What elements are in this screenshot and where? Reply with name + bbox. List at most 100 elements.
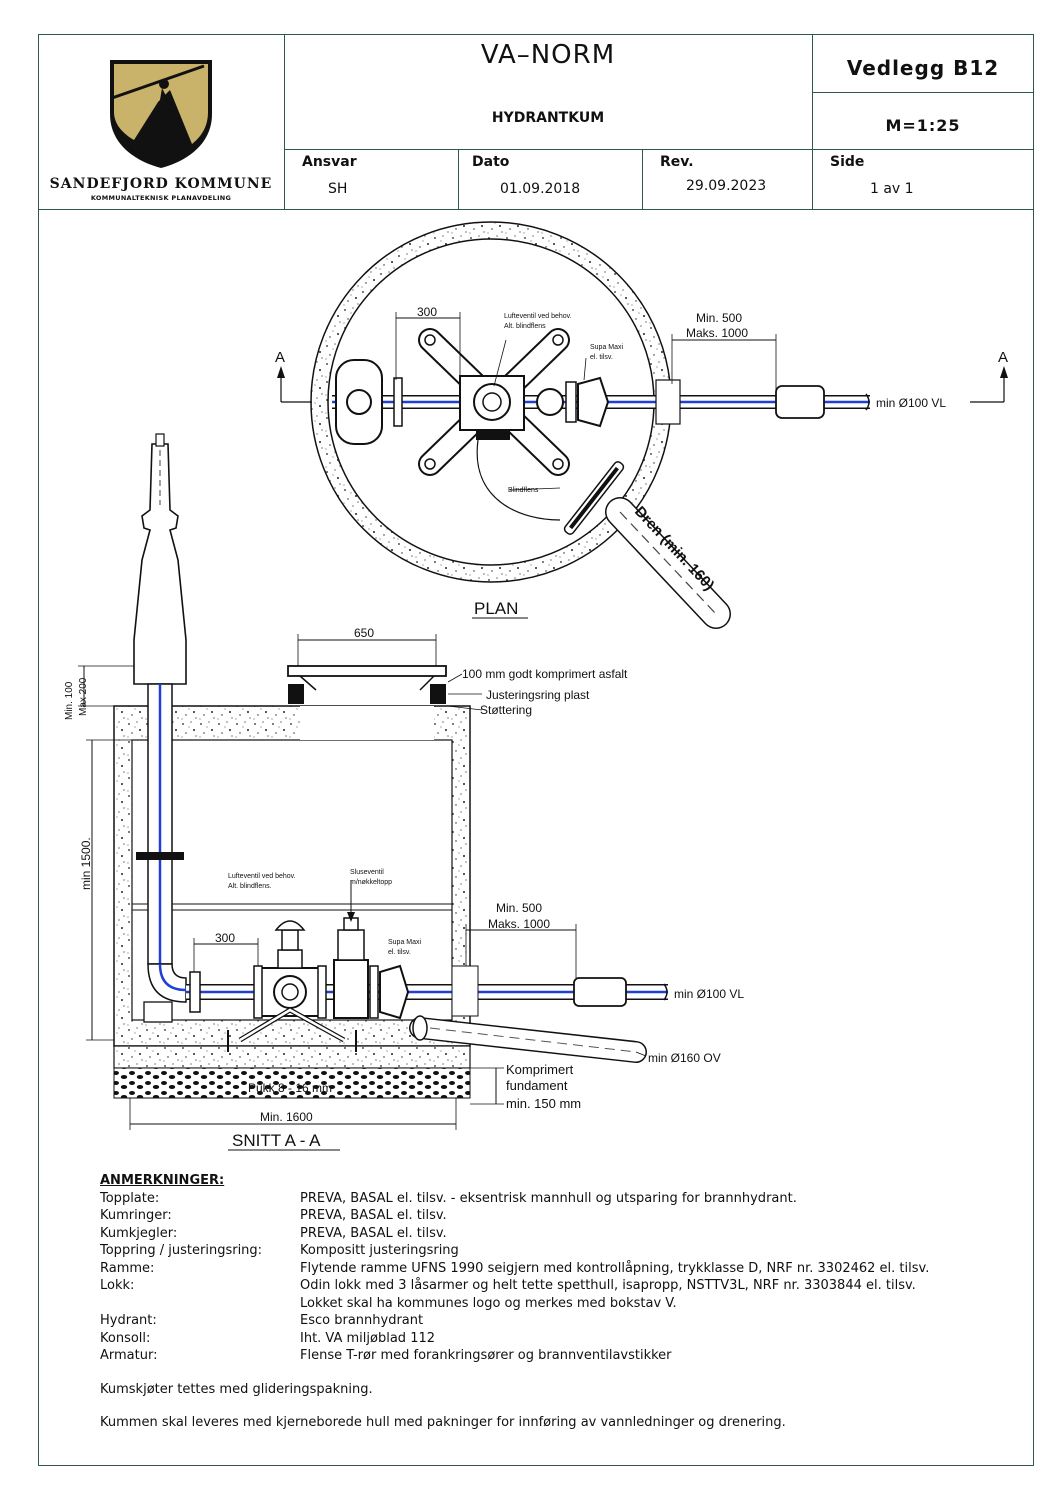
note-value: Lokket skal ha kommunes logo og merkes m… [300,1295,677,1311]
section-air-valve-alt-label: Alt. blindflens. [228,883,272,890]
section-hydrant [133,433,187,685]
section-riser-flange [136,852,184,860]
ansvar-value: SH [328,181,348,197]
plan-supa-label: Supa Maxi [590,344,624,351]
note-value: PREVA, BASAL el. tilsv. [300,1208,447,1223]
drawing-sheet-border [38,34,1034,1466]
section-sluseventil-label: Sluseventil [350,869,384,876]
section-supa-alt-label: el. tilsv. [388,949,411,956]
section-bottom-slab [113,1045,471,1069]
plan-dim-300: 300 [417,305,437,319]
section-komp2-label: fundament [506,1078,568,1093]
section-dim-300: 300 [215,931,235,945]
plan-coupling [775,385,825,419]
section-air-valve [274,920,306,969]
note-row: Lokk: Odin lokk med 3 låsarmer og helt te… [100,1277,1020,1295]
section-min1500-label: min 1500. [79,837,93,890]
section-asfalt-label: 100 mm godt komprimert asfalt [462,667,628,681]
note-value: Kompositt justeringsring [300,1243,459,1258]
note-key: Konsoll: [100,1330,151,1346]
plan-flange-left [393,377,403,427]
section-drain-pipe [409,1015,647,1063]
note-key: Topplate: [100,1190,160,1206]
plan-section-marker-left: A [275,349,285,366]
section-lid [287,665,447,677]
section-pipe-ov-label: min Ø160 OV [648,1051,721,1065]
sheet-id: Vedlegg B12 [846,56,1000,80]
note-key: Hydrant: [100,1313,157,1328]
rev-label: Rev. [660,154,694,170]
note-key: Lokk: [100,1278,135,1293]
section-air-valve-label: Lufteventil ved behov. [228,873,296,880]
plan-view: 300 Lufteventil ved behov. Alt. blindfle… [275,221,1008,629]
notes-paragraph-delivery: Kummen skal leveres med kjerneborede hul… [100,1415,786,1430]
section-stotte-label: Støttering [480,703,532,717]
note-row: Lokket skal ha kommunes logo og merkes m… [100,1295,1020,1313]
section-flange-right [369,965,379,1019]
note-value: Iht. VA miljøblad 112 [300,1330,436,1346]
note-key: Armatur: [100,1348,158,1363]
section-min500-label: Min. 500 [496,901,542,915]
plan-air-valve-label: Lufteventil ved behov. [504,313,572,320]
section-view: 650 100 mm godt komprimert asfalt Juster… [64,433,744,1151]
note-value: Odin lokk med 3 låsarmer og helt tette s… [300,1278,916,1293]
section-maks1000-label: Maks. 1000 [488,917,550,931]
note-value: Esco brannhydrant [300,1313,424,1328]
section-bend-support [143,1001,173,1023]
notes-block: ANMERKNINGER: Topplate: PREVA, BASAL el. … [100,1172,1020,1432]
plan-air-valve-alt-label: Alt. blindflens [504,323,546,330]
section-min1600-label: Min. 1600 [260,1110,313,1124]
note-key: Kumkjegler: [100,1225,178,1241]
section-dim-650: 650 [354,626,374,640]
note-row: Kumkjegler: PREVA, BASAL el. tilsv. [100,1225,1020,1243]
notes-heading: ANMERKNINGER: [100,1173,225,1188]
title-block: SANDEFJORD KOMMUNE KOMMUNALTEKNISK PLANA… [38,34,1034,210]
notes-list: Topplate: PREVA, BASAL el. tilsv. - eksen… [100,1190,1020,1365]
note-row: Ramme: Flytende ramme UFNS 1990 seigjern … [100,1260,1020,1278]
plan-blindflens-leader [476,439,561,521]
note-key: Kumringer: [100,1208,172,1223]
plan-pipe-vl-label: min Ø100 VL [876,396,946,410]
note-row: Toppring / justeringsring: Kompositt just… [100,1242,1020,1260]
section-adjust-ring-right [430,684,446,704]
section-gate-valve [333,880,369,1019]
note-value: Flense T-rør med forankringsører og bran… [300,1348,672,1363]
technical-drawing: 300 Lufteventil ved behov. Alt. blindfle… [64,221,1008,1151]
document-title: VA–NORM [480,40,616,70]
plan-tee-piece [418,328,570,476]
note-key [100,1295,300,1313]
note-value: PREVA, BASAL el. tilsv. [300,1225,447,1241]
note-value: PREVA, BASAL el. tilsv. - eksentrisk man… [300,1190,797,1206]
dato-label: Dato [472,154,510,170]
plan-maks1000-label: Maks. 1000 [686,326,748,340]
section-flange-left [189,971,201,1013]
section-supa-maxi [379,964,410,1020]
plan-wall-sleeve [655,379,681,425]
section-supa-label: Supa Maxi [388,939,422,946]
municipality-logo [104,56,222,170]
note-value: Flytende ramme UFNS 1990 seigjern med ko… [300,1260,930,1276]
plan-supa-alt-label: el. tilsv. [590,354,613,361]
plan-gate-valve [536,388,564,416]
side-label: Side [830,154,865,170]
ansvar-label: Ansvar [302,154,357,170]
dato-value: 01.09.2018 [500,181,581,197]
section-max200-label: Max 200 [78,677,89,716]
note-key: Ramme: [100,1260,155,1276]
section-title: SNITT A - A [232,1131,321,1150]
note-row: Kumringer: PREVA, BASAL el. tilsv. [100,1207,1020,1225]
section-komp1-label: Komprimert [506,1062,574,1077]
section-min100-label: Min. 100 [64,681,75,720]
note-row: Armatur: Flense T-rør med forankringsører… [100,1347,1020,1365]
plan-hydrant-cap [346,389,372,415]
section-justering-label: Justeringsring plast [486,688,590,702]
plan-step-rung [563,461,625,535]
plan-supa-maxi [577,376,610,428]
plan-drain-pipe [605,497,731,629]
document-subtitle: HYDRANTKUM [491,110,605,126]
plan-flange-right [565,381,577,423]
section-gravel-bed [113,1067,471,1099]
plan-section-marker-right: A [998,349,1008,366]
note-key: Toppring / justeringsring: [100,1243,263,1258]
section-manhole-opening [300,706,434,740]
